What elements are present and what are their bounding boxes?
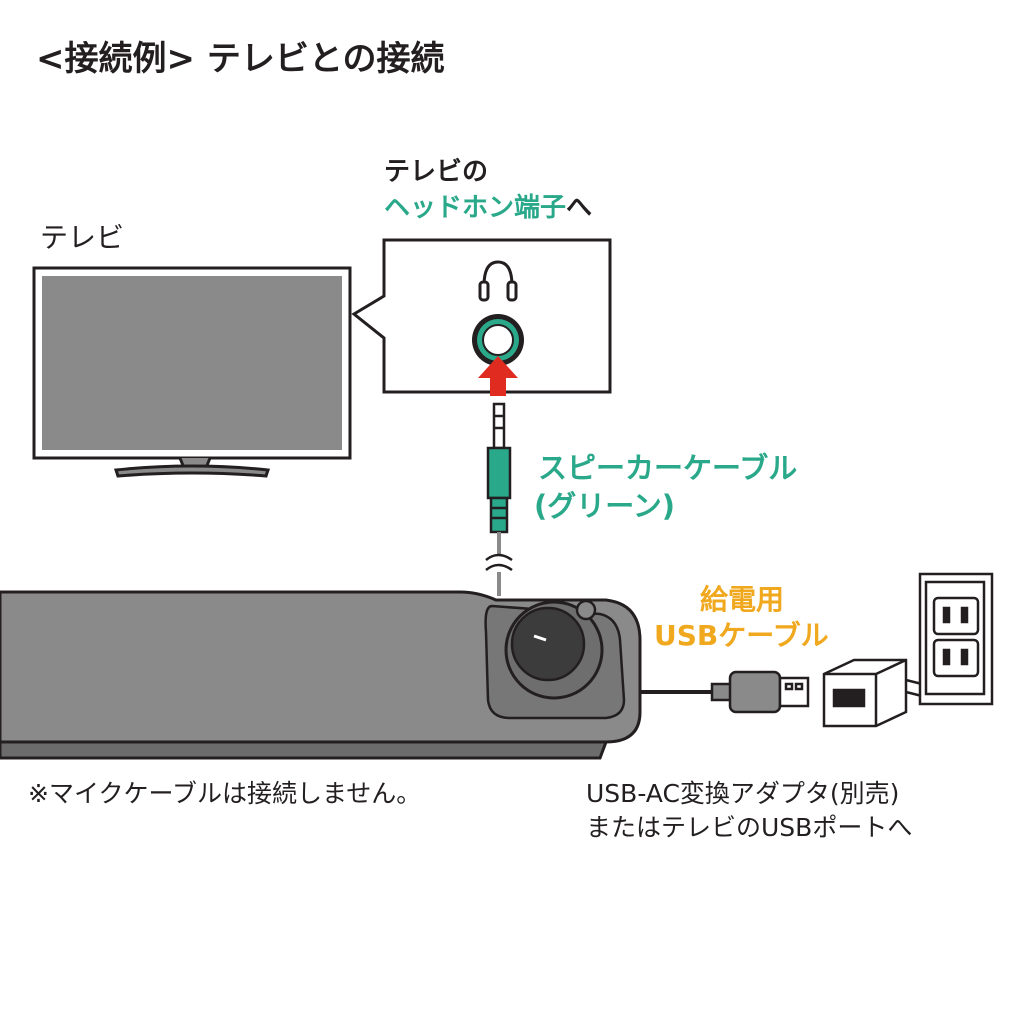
speaker-cable-color: (グリーン)	[534, 489, 676, 523]
adapter-label-2: またはテレビのUSBポートへ	[586, 813, 913, 842]
tv-label: テレビ	[40, 221, 125, 254]
usb-cable	[640, 682, 734, 702]
volume-knob-icon	[504, 599, 604, 700]
page-title: <接続例> テレビとの接続	[36, 39, 445, 79]
up-arrow-icon	[478, 356, 518, 396]
wall-outlet-icon	[918, 572, 994, 706]
callout-line-2: ヘッドホン端子へ	[384, 193, 593, 224]
ac-adapter-icon	[822, 658, 923, 728]
usb-plug-icon	[728, 670, 810, 714]
tv-icon	[32, 266, 352, 478]
mic-cable-note: ※マイクケーブルは接続しません。	[28, 779, 422, 808]
adapter-label-1: USB-AC変換アダプタ(別売)	[586, 779, 900, 808]
callout-highlight: ヘッドホン端子	[384, 193, 567, 223]
callout-bubble	[351, 238, 612, 394]
jack-port-icon	[472, 314, 524, 366]
callout-line-1: テレビの	[384, 157, 489, 187]
usb-cable-label-1: 給電用	[700, 583, 785, 616]
speaker-cable-label: スピーカーケーブル	[538, 451, 798, 485]
speaker-cable-plug	[485, 402, 513, 596]
headphones-icon	[478, 260, 518, 302]
callout-suffix: へ	[566, 193, 593, 223]
usb-cable-label-2: USBケーブル	[654, 619, 829, 652]
